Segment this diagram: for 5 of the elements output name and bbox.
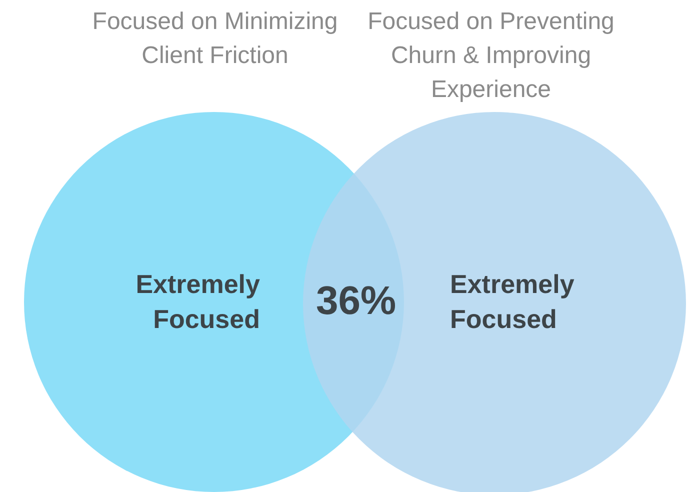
circle-heading: Focused on Minimizing Client Friction (91, 7, 339, 71)
circle-heading: Focused on Preventing Churn & Improving Experience (366, 7, 616, 105)
circle-label: Extremely Focused (134, 268, 260, 336)
overlap-percentage: 36% (314, 279, 398, 324)
circle-label: Extremely Focused (450, 268, 576, 336)
